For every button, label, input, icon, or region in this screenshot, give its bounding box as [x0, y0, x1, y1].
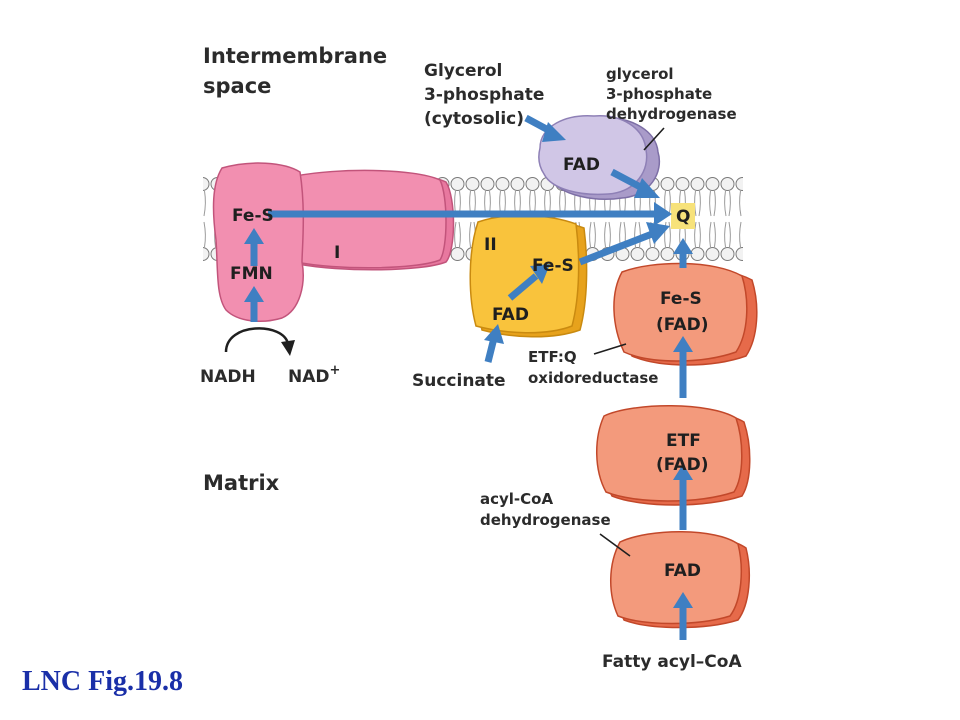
succinate-label: Succinate [412, 371, 506, 391]
acyl-leader [599, 533, 631, 557]
complex-II-fes: Fe-S [532, 256, 574, 276]
glycerol-substrate-line3: (cytosolic) [424, 109, 524, 129]
glycerol-enzyme-leader [643, 127, 665, 151]
acyl-coa-dehydrogenase [610, 531, 751, 629]
matrix-label: Matrix [203, 471, 280, 495]
complex-I-fmn: FMN [230, 264, 273, 284]
acyl-fad: FAD [664, 561, 701, 581]
acyl-name-line1: acyl-CoA [480, 490, 553, 508]
nadh-oxidation-arrow [224, 327, 295, 356]
figure-caption: LNC Fig.19.8 [22, 666, 183, 697]
acyl-name-line2: dehydrogenase [480, 511, 611, 529]
etf-protein [596, 405, 751, 506]
etfq-name-line2: oxidoreductase [528, 369, 658, 387]
glycerol-substrate-line1: Glycerol [424, 61, 502, 81]
nad-label: NAD+ [288, 363, 340, 387]
etf-q-oxidoreductase [613, 262, 758, 366]
electron-flow-arrows [244, 114, 693, 640]
complex-I-label: I [334, 243, 340, 263]
etfq-leader [593, 343, 627, 355]
intermembrane-label-1: Intermembrane [203, 44, 387, 68]
complex-II-label: II [484, 235, 497, 255]
etfq-fad: (FAD) [656, 315, 708, 335]
glycerol-substrate-line2: 3-phosphate [424, 85, 544, 105]
quinone-box [671, 203, 695, 229]
complex-II-fad: FAD [492, 305, 529, 325]
etfq-name-line1: ETF:Q [528, 348, 577, 366]
glycerol-enzyme-line1: glycerol [606, 65, 674, 83]
etfq-fes: Fe-S [660, 289, 702, 309]
glycerol-enzyme-line3: dehydrogenase [606, 105, 737, 123]
fatty-acyl-coa-label: Fatty acyl–CoA [602, 652, 742, 672]
quinone-label: Q [676, 207, 690, 227]
intermembrane-label-2: space [203, 74, 271, 98]
glycerol-enzyme-fad: FAD [563, 155, 600, 175]
etf-label: ETF [666, 431, 701, 451]
etf-fad: (FAD) [656, 455, 708, 475]
complex-I-fes: Fe-S [232, 206, 274, 226]
nadh-label: NADH [200, 367, 256, 387]
glycerol-enzyme-line2: 3-phosphate [606, 85, 712, 103]
